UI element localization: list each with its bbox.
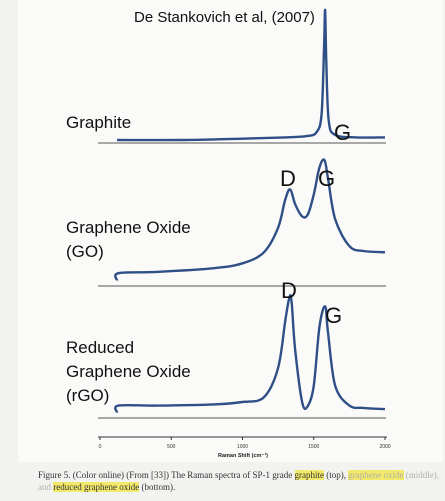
series-label-line: (rGO) [66,386,109,405]
series-line [114,294,386,413]
x-tick-label: 0 [99,444,102,450]
caption-mid-2: (middle), and [38,470,440,492]
series-label: Graphene Oxide (GO) [66,218,191,261]
citation-header: De Stankovich et al, (2007) [134,9,315,26]
x-tick-label: 1500 [308,444,319,450]
series-label-line: Reduced [66,338,134,357]
caption-highlight-graphene-oxide: graphene oxide [348,470,404,480]
series-line [114,158,386,281]
series-label-line: (GO) [66,242,104,261]
peak-label-g: G [334,120,351,145]
caption-mid-1: (top), [324,470,347,480]
figure-caption: Figure 5. (Color online) (From [33]) The… [38,469,440,493]
series-label: Graphite [66,113,131,132]
spectrum-0: Graphite G [66,8,386,145]
x-tick-label: 1000 [237,444,248,450]
series-label-line: Graphite [66,113,131,132]
caption-highlight-graphite: graphite [294,470,325,480]
caption-highlight-rgo: reduced graphene oxide [53,482,140,492]
peak-label-d: D [280,166,296,191]
peak-label-g: G [325,303,342,328]
figure-panel [18,0,443,462]
series-label-line: Graphene Oxide [66,218,191,237]
caption-lead: Figure 5. (Color online) (From [33]) The… [38,470,295,480]
series-line [117,8,386,142]
x-axis-label: Raman Shift (cm⁻¹) [218,452,268,459]
peak-label-d: D [281,278,297,303]
x-tick-label: 2000 [379,444,390,450]
caption-tail: (bottom). [139,482,176,492]
peak-label-g: G [318,166,335,191]
series-label-line: Graphene Oxide [66,362,191,381]
x-tick-label: 500 [167,444,176,450]
